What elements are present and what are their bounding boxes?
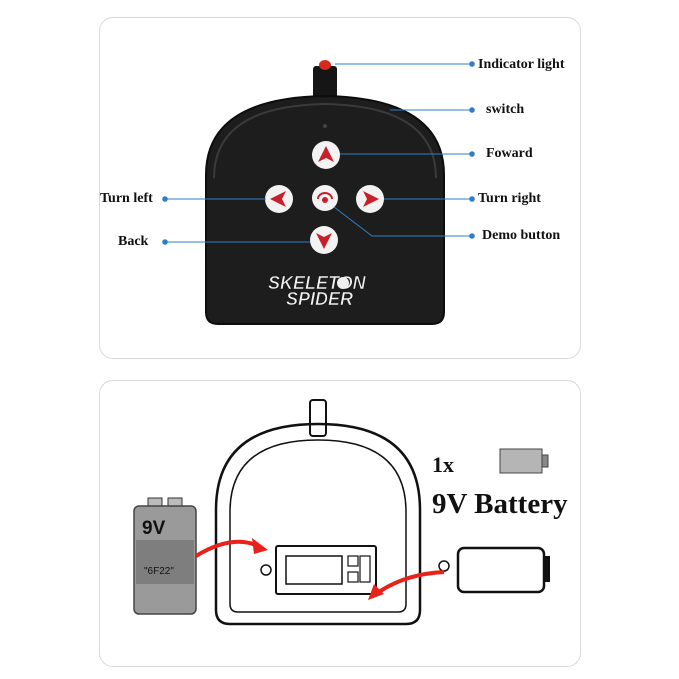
turn-left-button[interactable] [265, 185, 293, 213]
label-back: Back [118, 234, 149, 249]
logo-spider: SPIDER [286, 289, 353, 309]
remote-back-outline [214, 422, 422, 626]
battery-compartment [275, 545, 377, 595]
callout-line-demo [333, 206, 472, 237]
label-turn-left: Turn left [100, 191, 153, 206]
antenna-outline [309, 399, 327, 437]
indicator-light [319, 60, 331, 70]
label-indicator-light: Indicator light [478, 57, 565, 72]
insert-arrow-right [368, 570, 445, 600]
label-demo-button: Demo button [482, 228, 561, 243]
battery-quantity: 1x [432, 452, 454, 477]
demo-button[interactable] [312, 185, 338, 211]
battery-connector [438, 546, 550, 594]
label-forward: Foward [486, 146, 533, 161]
forward-button[interactable] [312, 141, 340, 169]
mic-hole [323, 124, 327, 128]
battery-9v-image [133, 497, 197, 615]
battery-model-label: "6F22" [144, 566, 174, 577]
back-button[interactable] [310, 226, 338, 254]
label-turn-right: Turn right [478, 191, 541, 206]
screw-hole [260, 564, 272, 576]
remote-back-inner [229, 439, 407, 613]
skull-icon [337, 277, 349, 289]
battery-voltage-label: 9V [142, 518, 166, 539]
turn-right-button[interactable] [356, 185, 384, 213]
insert-arrow-left [194, 538, 268, 558]
battery-slot [285, 555, 343, 585]
battery-title: 9V Battery [432, 488, 568, 520]
battery-icon [499, 448, 549, 474]
label-switch: switch [486, 102, 525, 117]
remote-highlight [213, 102, 437, 179]
